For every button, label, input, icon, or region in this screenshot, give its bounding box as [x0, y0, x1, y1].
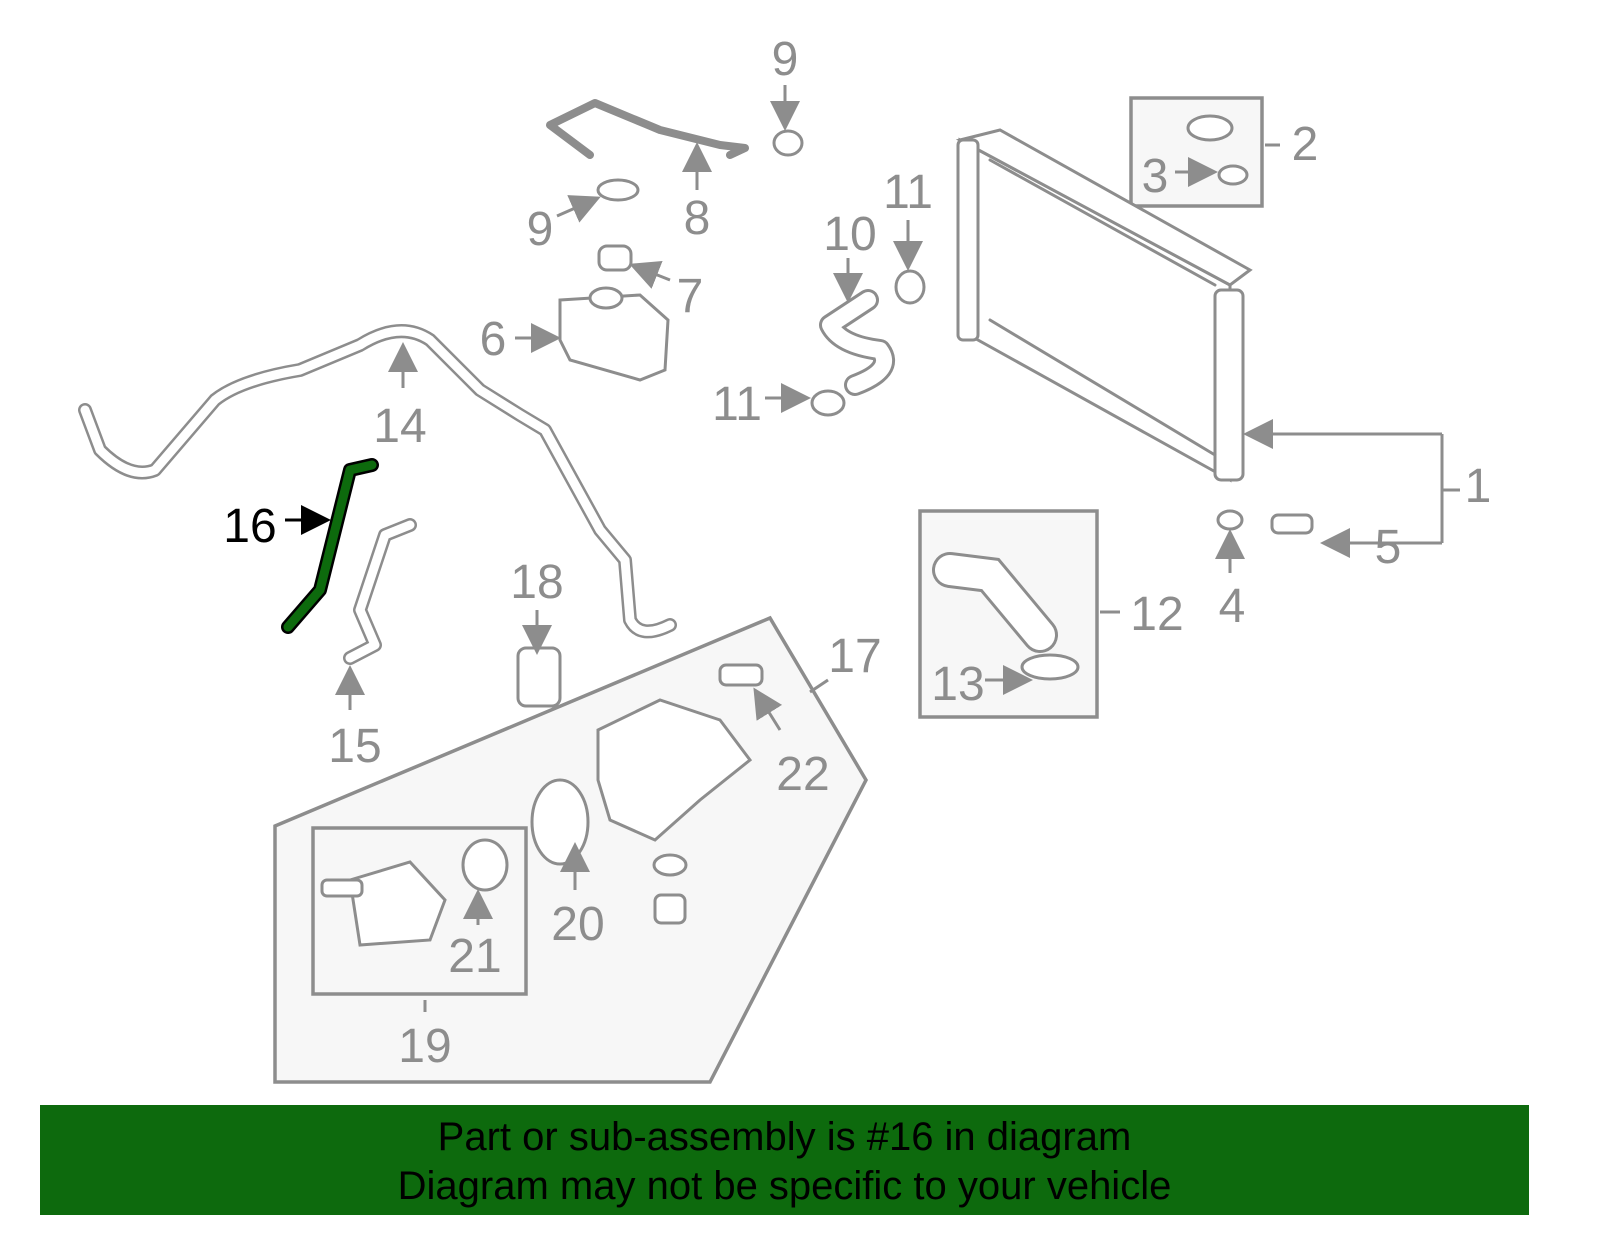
callout-3: 3 — [1142, 150, 1169, 203]
callout-2: 2 — [1292, 118, 1319, 171]
callout-7: 7 — [677, 270, 704, 323]
callout-13: 13 — [931, 658, 984, 711]
callout-8: 8 — [684, 192, 711, 245]
callout-9: 9 — [527, 203, 554, 256]
callout-15: 15 — [328, 720, 381, 773]
banner-part-note: Part or sub-assembly is #16 in diagram — [437, 1115, 1132, 1159]
callout-21: 21 — [448, 930, 501, 983]
thermostat-housing — [320, 663, 764, 947]
callout-20: 20 — [551, 898, 604, 951]
callout-1: 1 — [1465, 460, 1492, 513]
coolant-reservoir — [558, 244, 670, 382]
callout-14: 14 — [373, 400, 426, 453]
callout-12: 12 — [1130, 588, 1183, 641]
banner-disclaimer: Diagram may not be specific to your vehi… — [397, 1164, 1172, 1208]
radiator — [955, 128, 1253, 483]
callout-19: 19 — [398, 1020, 451, 1073]
leader-arrows — [285, 85, 1460, 1012]
overflow-hose — [546, 99, 749, 159]
callout-16: 16 — [223, 500, 276, 553]
callout-22: 22 — [776, 748, 829, 801]
callout-17: 17 — [828, 630, 881, 683]
callout-18: 18 — [510, 556, 563, 609]
callout-5: 5 — [1375, 521, 1402, 574]
callout-11: 11 — [883, 166, 933, 219]
callout-10: 10 — [823, 208, 876, 261]
callout-9: 9 — [772, 33, 799, 86]
info-banner: Part or sub-assembly is #16 in diagram D… — [40, 1105, 1529, 1215]
callout-6: 6 — [480, 313, 507, 366]
upper-radiator-hose — [78, 324, 677, 639]
callout-11: 11 — [712, 378, 762, 431]
callout-4: 4 — [1219, 580, 1246, 633]
radiator-bracket-box — [1129, 96, 1264, 208]
